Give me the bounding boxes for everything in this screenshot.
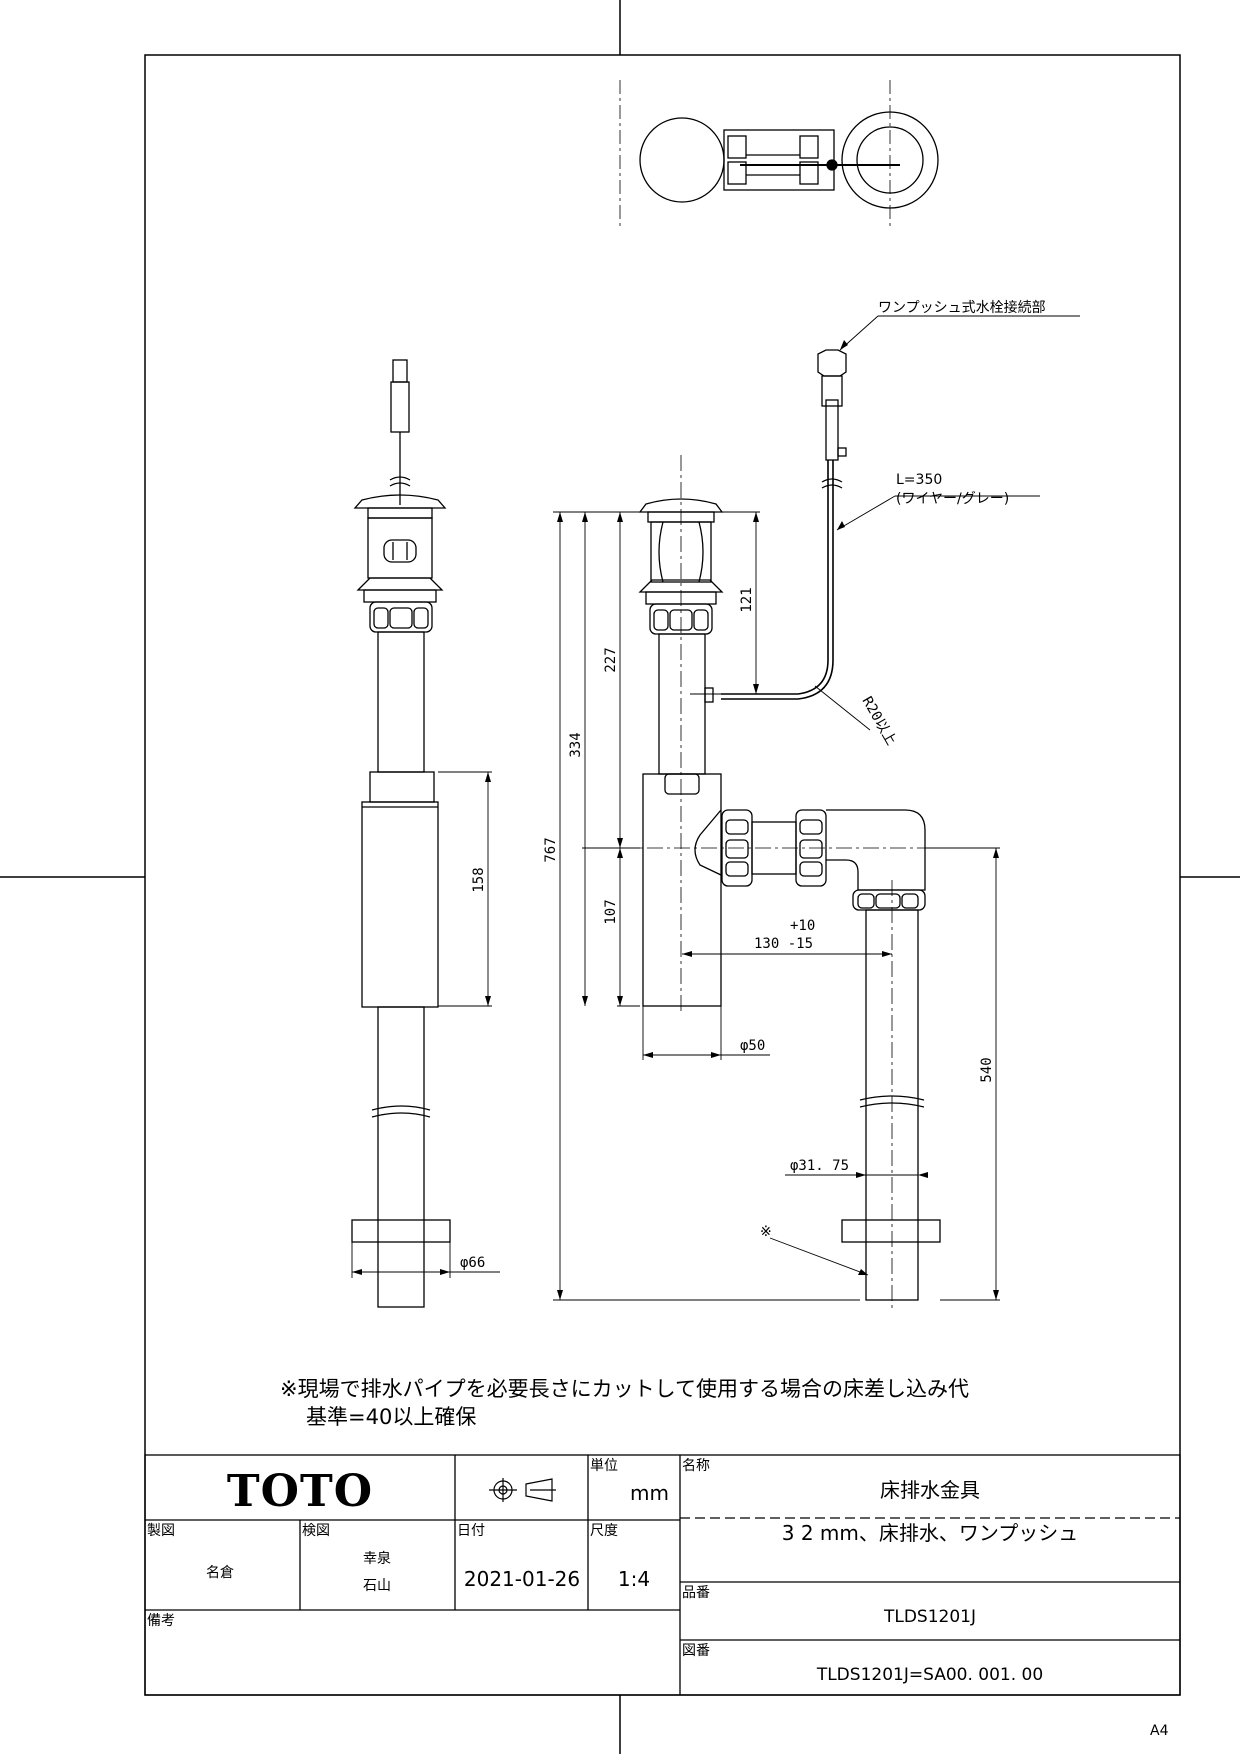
checked-value-1: 幸泉 [363, 1550, 391, 1567]
remarks-label: 備考 [147, 1613, 175, 1629]
scale-value: 1:4 [618, 1567, 650, 1591]
left-view [351, 359, 451, 1308]
tolerance-plus: +10 [790, 918, 815, 934]
connection-callout: ワンプッシュ式水栓接続部 [878, 299, 1046, 316]
dim-334: 334 [568, 732, 584, 757]
toto-logo: TOTO [227, 1466, 373, 1517]
wire-length-label: L=350 [896, 472, 942, 488]
dim-227: 227 [603, 647, 619, 672]
title-block [144, 1454, 1181, 1696]
date-label: 日付 [457, 1523, 485, 1539]
bend-radius-label: R20以上 [859, 694, 900, 748]
dim-107: 107 [603, 899, 619, 924]
front-view [620, 349, 941, 1310]
unit-value: mm [630, 1481, 669, 1505]
note-line-1: ※現場で排水パイプを必要長さにカットして使用する場合の床差し込み代 [280, 1377, 969, 1401]
drawing-no-label: 図番 [682, 1643, 710, 1659]
part-label: 品番 [682, 1585, 710, 1601]
part-number: TLDS1201J [883, 1607, 976, 1627]
product-name: 床排水金具 [880, 1478, 980, 1502]
dia-50-label: φ50 [740, 1038, 765, 1054]
name-label: 名称 [682, 1458, 710, 1474]
unit-label: 単位 [590, 1458, 618, 1474]
dim-130: 130 -15 [754, 936, 813, 952]
note-line-2: 基準=40以上確保 [306, 1405, 476, 1429]
dimension-lines [351, 315, 1080, 1301]
dimension-arrows [352, 340, 999, 1300]
dim-767: 767 [543, 837, 559, 862]
dim-158: 158 [471, 867, 487, 892]
product-description: 3 2 mm、床排水、ワンプッシュ [782, 1521, 1079, 1545]
checked-label: 検図 [302, 1523, 330, 1539]
wire-desc-label: (ワイヤー/グレー) [896, 491, 1009, 507]
checked-value-2: 石山 [363, 1578, 391, 1594]
dim-540: 540 [979, 1057, 995, 1082]
projection-symbol-icon [489, 1478, 556, 1502]
scale-label: 尺度 [590, 1523, 618, 1539]
dia-66-label: φ66 [460, 1255, 485, 1271]
note-mark: ※ [760, 1224, 772, 1240]
paper-size: A4 [1150, 1723, 1169, 1739]
top-view [619, 80, 939, 230]
drawn-label: 製図 [147, 1523, 175, 1539]
dia-3175-label: φ31. 75 [790, 1158, 849, 1174]
drawing-number: TLDS1201J=SA00. 001. 00 [816, 1665, 1043, 1685]
dim-121: 121 [739, 587, 755, 612]
date-value: 2021-01-26 [464, 1567, 580, 1591]
drawn-value: 名倉 [206, 1565, 234, 1581]
